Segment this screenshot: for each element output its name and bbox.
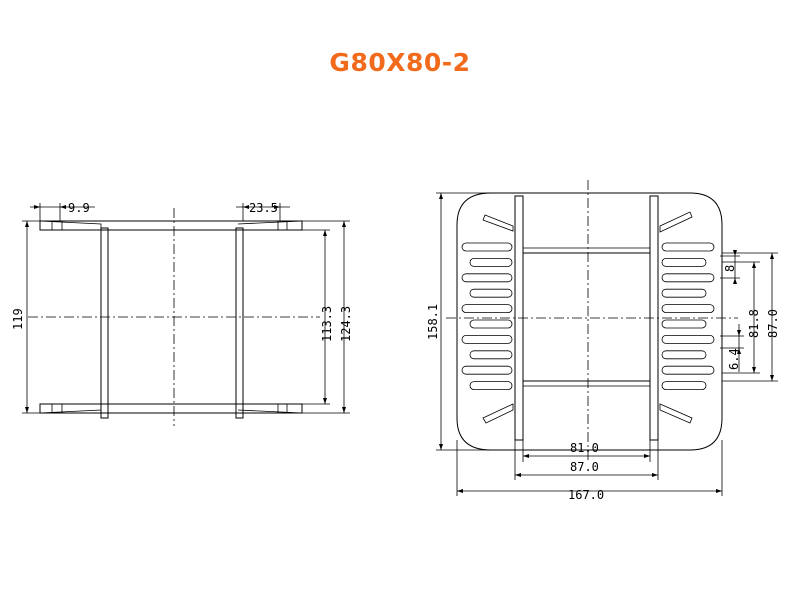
core-window	[522, 252, 651, 382]
right-plate	[235, 227, 244, 419]
fin-slot	[661, 381, 707, 391]
dim-23-5: 23.5	[249, 201, 278, 215]
drawing-title: G80X80-2	[329, 48, 471, 77]
dim-8: 8	[723, 265, 737, 272]
fin-slot	[661, 334, 715, 344]
fin-slot	[461, 304, 513, 314]
fin-slot	[661, 288, 707, 298]
fin-slot	[661, 304, 715, 314]
dim-87-0-vertical: 87.0	[766, 309, 780, 338]
dim-9-9: 9.9	[68, 201, 90, 215]
dim-167-0: 167.0	[568, 488, 604, 502]
fin-slot	[461, 273, 513, 283]
bottom-flange	[39, 403, 303, 414]
left-plate	[100, 227, 109, 419]
fin-slot	[661, 242, 715, 252]
fin-slot	[661, 319, 707, 329]
fin-slot	[661, 365, 715, 375]
bobbin-outline	[456, 192, 723, 451]
dim-124-3: 124.3	[339, 306, 353, 342]
dim-81-0: 81.0	[570, 441, 599, 455]
fin-slot	[469, 257, 513, 267]
fin-slot	[461, 334, 513, 344]
dim-87-0-horizontal: 87.0	[570, 460, 599, 474]
fin-slot	[469, 381, 513, 391]
fin-slot	[461, 365, 513, 375]
dim-81-8: 81.8	[747, 309, 761, 338]
fin-slot	[469, 288, 513, 298]
fin-slot	[661, 350, 707, 360]
dim-113-3: 113.3	[320, 306, 334, 342]
side-view: 9.9 23.5 119 113.3 124.3	[11, 201, 353, 426]
dim-6-4: 6.4	[727, 348, 741, 370]
dim-119: 119	[11, 308, 25, 330]
front-view: 158.1 8 81.8 87.0 6.4 81.	[426, 180, 780, 502]
dim-158-1: 158.1	[426, 304, 440, 340]
fin-slot	[461, 242, 513, 252]
right-fins	[661, 242, 715, 391]
fin-slot	[469, 319, 513, 329]
fin-slot	[469, 350, 513, 360]
fin-slot	[661, 257, 707, 267]
top-flange	[39, 220, 303, 231]
left-fins	[461, 242, 513, 391]
fin-slot	[661, 273, 715, 283]
